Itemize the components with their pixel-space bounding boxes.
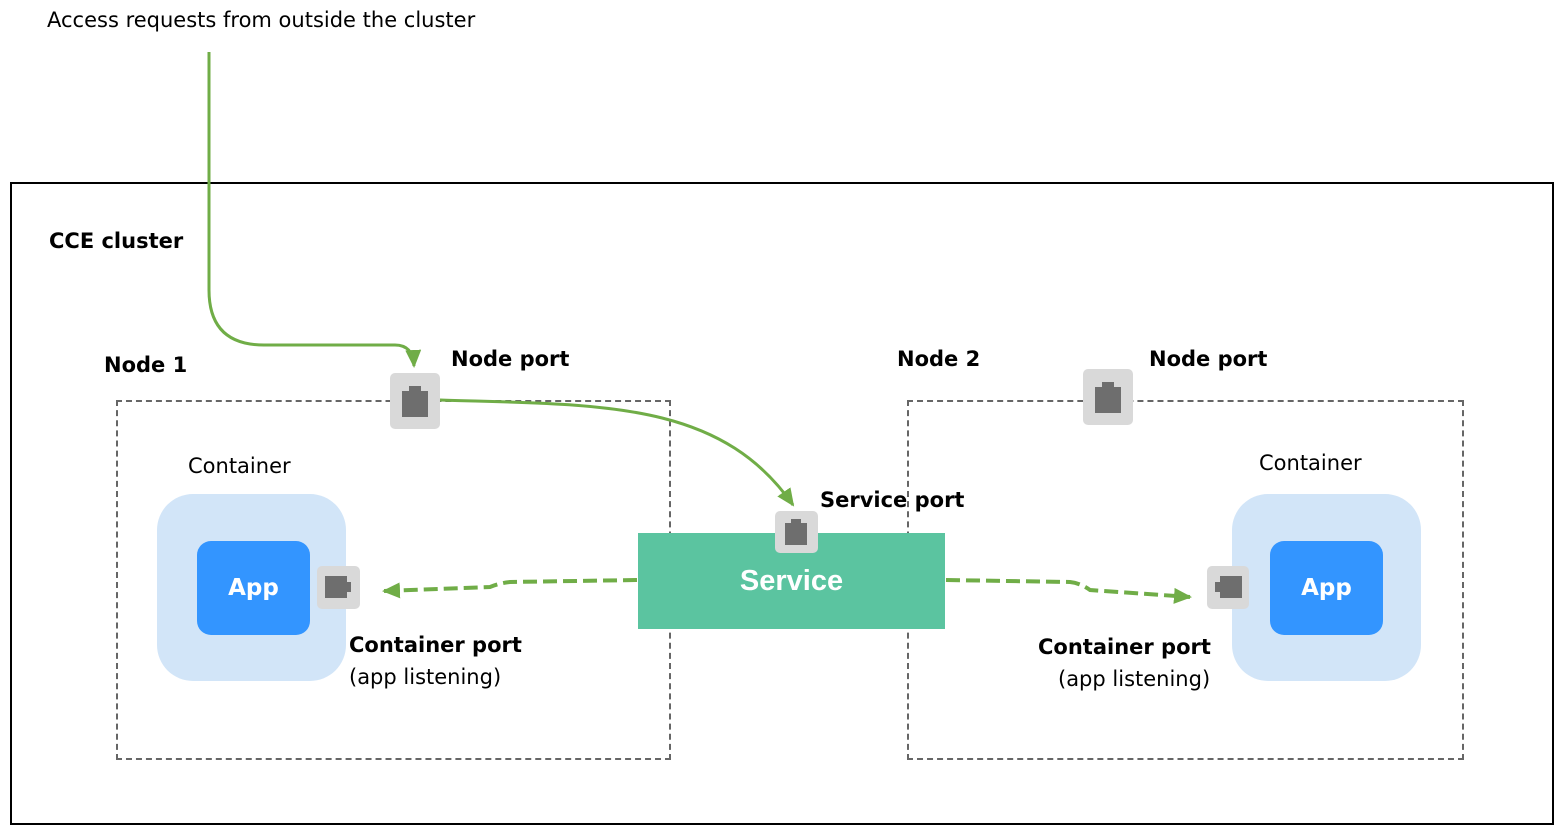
node-2-port[interactable] [1083, 369, 1133, 425]
node-2-label: Node 2 [897, 347, 981, 371]
node-2-port-label: Node port [1149, 347, 1268, 371]
node-1-label: Node 1 [104, 353, 188, 377]
port-plug-icon [402, 386, 428, 417]
external-to-node-port-arrow [207, 52, 422, 368]
port-plug-icon [1215, 576, 1242, 598]
cce-cluster-boundary [10, 182, 1554, 825]
node-2-container-port-label: Container port [1038, 635, 1211, 659]
port-plug-icon [325, 576, 351, 598]
node-1-port[interactable] [390, 373, 440, 429]
node-1-container-port[interactable] [317, 566, 360, 609]
node-port-to-service-arrow [439, 398, 795, 507]
node-1-container-port-label: Container port [349, 633, 522, 657]
external-access-label: Access requests from outside the cluster [47, 8, 476, 32]
node-1-app[interactable]: App [197, 541, 310, 635]
node-2-app[interactable]: App [1270, 541, 1383, 635]
node-1-container-label: Container [188, 454, 291, 478]
port-plug-icon [1095, 382, 1121, 413]
service-to-node-1-container-arrow [382, 578, 638, 599]
port-plug-icon [785, 519, 807, 545]
node-1-port-label: Node port [451, 347, 570, 371]
cluster-label: CCE cluster [49, 229, 184, 253]
node-2-container-label: Container [1259, 451, 1362, 475]
service-port[interactable] [775, 511, 818, 553]
service-port-label: Service port [820, 488, 965, 512]
node-2-container-port[interactable] [1207, 566, 1249, 609]
service-to-node-2-container-arrow [945, 578, 1192, 604]
node-1-container-port-sublabel: (app listening) [349, 665, 502, 689]
node-2-container-port-sublabel: (app listening) [1058, 667, 1211, 691]
